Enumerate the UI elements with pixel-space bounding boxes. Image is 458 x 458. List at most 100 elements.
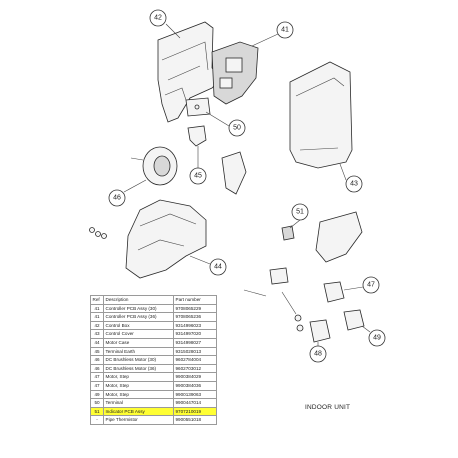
part-number-column-header: Part number <box>173 295 217 305</box>
ref-cell: 44 <box>90 337 104 348</box>
part-number-cell: 9315028013 <box>173 346 217 357</box>
control-cover-part <box>289 61 353 169</box>
callout-46-label: 46 <box>113 195 121 202</box>
table-header-row: Ref Description Part number <box>90 295 217 305</box>
description-cell: Pipe Thermistor <box>103 415 174 425</box>
dc-brushless-motor-part <box>130 146 178 186</box>
description-cell: Motor, Step <box>103 380 174 391</box>
callout-49: 49 <box>361 325 386 347</box>
callout-48-label: 48 <box>314 351 322 358</box>
parts-table: Ref Description Part number 41 Controlle… <box>90 295 217 425</box>
ref-cell: 47 <box>90 372 104 382</box>
control-box-part <box>157 21 223 123</box>
description-cell: Controller PCB Assy (30) <box>103 303 174 314</box>
part-number-cell: 9314998027 <box>173 337 217 348</box>
step-motor-48-part <box>309 319 331 343</box>
callout-42: 42 <box>149 9 181 39</box>
table-row: 44 Motor Case 9314998027 <box>90 337 217 348</box>
ref-cell: 43 <box>90 329 104 339</box>
callout-51: 51 <box>289 203 309 229</box>
callout-42-label: 42 <box>154 15 162 22</box>
description-cell: Motor Case <box>103 337 174 348</box>
terminal-part <box>185 97 211 117</box>
description-cell: Controller PCB Assy (36) <box>103 312 174 322</box>
part-number-cell: 9708065229 <box>173 303 217 314</box>
terminal-earth-part <box>187 125 207 147</box>
ref-cell: 46 <box>90 355 104 365</box>
clips-part <box>269 267 304 332</box>
description-cell: DC Brushless Motor (36) <box>103 363 174 374</box>
part-number-cell: 9707210019 <box>173 406 217 417</box>
callout-46: 46 <box>108 179 147 207</box>
callout-43-label: 43 <box>350 181 358 188</box>
ref-column-header: Ref <box>90 295 104 305</box>
part-number-cell: 9708065236 <box>173 312 217 322</box>
part-number-cell: 9900139063 <box>173 389 217 400</box>
callout-41: 41 <box>251 21 294 47</box>
part-number-cell: 9900384036 <box>173 380 217 391</box>
callout-47: 47 <box>343 276 380 294</box>
indoor-unit-label: INDOOR UNIT <box>305 404 351 411</box>
motor-case-part <box>125 199 207 279</box>
part-number-cell: 9900551018 <box>173 415 217 425</box>
callout-50-label: 50 <box>233 125 241 132</box>
part-number-cell: 9314997020 <box>173 329 217 339</box>
part-number-cell: 9900384029 <box>173 372 217 382</box>
description-cell: Indicator PCB Assy <box>103 406 174 417</box>
bracket-part <box>221 151 247 195</box>
description-cell: DC Brushless Motor (30) <box>103 355 174 365</box>
description-cell: Motor, Step <box>103 389 174 400</box>
description-column-header: Description <box>103 295 174 305</box>
description-cell: Control Cover <box>103 329 174 339</box>
callout-41-label: 41 <box>281 27 289 34</box>
table-row: 50 Terminal 9900447014 <box>90 398 217 408</box>
louver-guide-part <box>315 211 363 263</box>
callout-48: 48 <box>309 342 327 363</box>
step-motor-49-part <box>343 309 365 331</box>
table-row: 42 Control Box 9314996023 <box>90 320 217 331</box>
callout-50: 50 <box>205 111 246 137</box>
callout-47-label: 47 <box>367 282 375 289</box>
ref-cell: 47 <box>90 380 104 391</box>
table-row: 46 DC Brushless Motor (30) 9602784004 <box>90 355 217 365</box>
ref-cell: 42 <box>90 320 104 331</box>
ref-cell: 46 <box>90 363 104 374</box>
pipe-thermistor-part <box>243 289 297 315</box>
part-number-cell: 9314996023 <box>173 320 217 331</box>
table-row-highlighted: 51 Indicator PCB Assy 9707210019 <box>90 406 217 417</box>
ref-cell: 49 <box>90 389 104 400</box>
table-row: 47 Motor, Step 9900384029 <box>90 372 217 382</box>
step-motor-47-part <box>323 281 345 303</box>
ref-cell: 41 <box>90 312 104 322</box>
table-row: 43 Control Cover 9314997020 <box>90 329 217 339</box>
part-number-cell: 9602784004 <box>173 355 217 365</box>
callout-44: 44 <box>189 255 227 276</box>
callout-49-label: 49 <box>373 335 381 342</box>
part-number-cell: 9900447014 <box>173 398 217 408</box>
description-cell: Terminal Earth <box>103 346 174 357</box>
part-number-cell: 9602703012 <box>173 363 217 374</box>
indicator-pcb-part <box>281 225 295 241</box>
description-cell: Motor, Step <box>103 372 174 382</box>
screws-part <box>89 227 107 239</box>
callout-45-label: 45 <box>194 173 202 180</box>
parts-table-body: 41 Controller PCB Assy (30) 9708065229 4… <box>90 303 217 425</box>
controller-pcb-part <box>211 41 259 105</box>
callout-44-label: 44 <box>214 264 222 271</box>
ref-cell: - <box>90 415 104 425</box>
table-row: 49 Motor, Step 9900139063 <box>90 389 217 400</box>
table-row: - Pipe Thermistor 9900551018 <box>90 415 217 425</box>
description-cell: Terminal <box>103 398 174 408</box>
ref-cell: 51 <box>90 406 104 417</box>
table-row: 45 Terminal Earth 9315028013 <box>90 346 217 357</box>
table-row: 41 Controller PCB Assy (30) 9708065229 <box>90 303 217 314</box>
ref-cell: 41 <box>90 303 104 314</box>
callout-51-label: 51 <box>296 209 304 216</box>
table-row: 41 Controller PCB Assy (36) 9708065236 <box>90 312 217 322</box>
callout-43: 43 <box>339 163 363 193</box>
table-row: 46 DC Brushless Motor (36) 9602703012 <box>90 363 217 374</box>
table-row: 47 Motor, Step 9900384036 <box>90 380 217 391</box>
ref-cell: 45 <box>90 346 104 357</box>
callout-45: 45 <box>189 146 207 185</box>
